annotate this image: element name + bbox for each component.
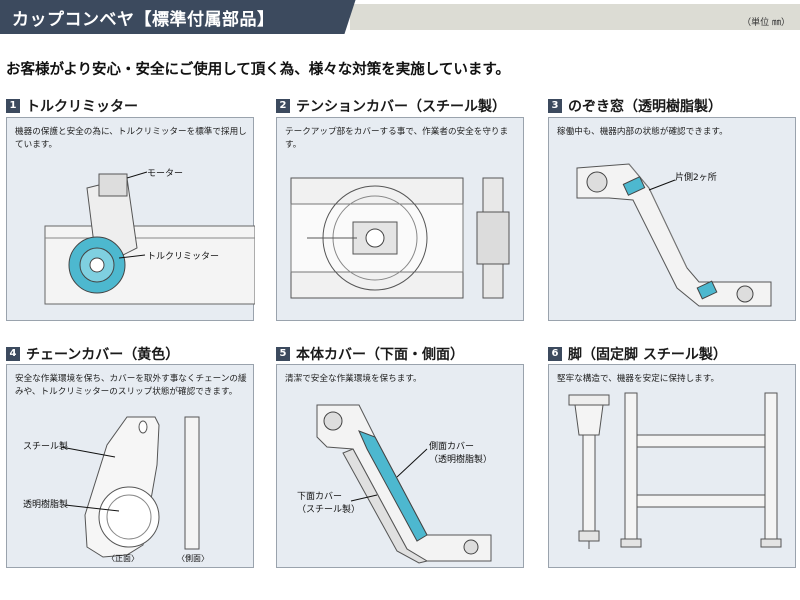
page-title: カップコンベヤ【標準付属部品】	[12, 10, 275, 30]
label-side-cover-1: 側面カバー	[429, 442, 475, 452]
label-bottom-cover-2: （スチール製）	[297, 505, 361, 515]
panel-inspection-window: 稼働中も、機器内部の状態が確認できます。 片側2ヶ所	[548, 117, 796, 321]
section-1-title: 1 トルクリミッター	[6, 96, 138, 116]
section-4-title: 4 チェーンカバー（黄色）	[6, 344, 179, 364]
tension-cover-illustration	[290, 177, 510, 299]
panel-torque-limiter: 機器の保護と安全の為に、トルクリミッターを標準で採用しています。 モーター トル…	[6, 117, 255, 321]
torque-limiter-illustration	[44, 171, 255, 305]
label-side-view: 〈側面〉	[177, 554, 209, 563]
section-2-number: 2	[276, 99, 290, 113]
section-1-heading: トルクリミッター	[26, 99, 138, 115]
label-motor: モーター	[147, 169, 184, 179]
section-4-number: 4	[6, 347, 20, 361]
section-3-text: 稼働中も、機器内部の状態が確認できます。	[557, 127, 728, 137]
section-1-number: 1	[6, 99, 20, 113]
unit-note: （単位 ㎜）	[742, 18, 790, 28]
section-5-heading: 本体カバー（下面・側面）	[296, 347, 464, 363]
inspection-window-illustration	[576, 163, 772, 307]
banner-background	[350, 4, 800, 30]
panel-body-cover: 清潔で安全な作業環境を保ちます。 側面カバー （透明樹脂製） 下面カバー （スチ…	[276, 364, 524, 568]
chain-cover-illustration	[60, 416, 200, 558]
body-cover-illustration	[316, 404, 492, 564]
section-4-text: 安全な作業環境を保ち、カバーを取外す事なくチェーンの緩みや、トルクリミッターのス…	[15, 374, 247, 397]
label-resin: 透明樹脂製	[23, 500, 69, 510]
section-3-number: 3	[548, 99, 562, 113]
section-6-text: 堅牢な構造で、機器を安定に保持します。	[557, 374, 720, 384]
panel-legs: 堅牢な構造で、機器を安定に保持します。	[548, 364, 796, 568]
section-2-text: テークアップ部をカバーする事で、作業者の安全を守ります。	[285, 127, 509, 150]
section-3-heading: のぞき窓（透明樹脂製）	[568, 99, 722, 115]
section-6-title: 6 脚（固定脚 スチール製）	[548, 344, 727, 364]
section-1-text: 機器の保護と安全の為に、トルクリミッターを標準で採用しています。	[15, 127, 247, 150]
section-3-title: 3 のぞき窓（透明樹脂製）	[548, 96, 722, 116]
section-4-heading: チェーンカバー（黄色）	[26, 347, 180, 363]
label-side-cover-2: （透明樹脂製）	[429, 455, 493, 465]
section-2-heading: テンションカバー（スチール製）	[296, 99, 506, 115]
section-5-number: 5	[276, 347, 290, 361]
headline: お客様がより安心・安全にご使用して頂く為、様々な対策を実施しています。	[6, 62, 510, 78]
label-bottom-cover-1: 下面カバー	[297, 492, 343, 502]
legs-illustration	[568, 392, 782, 549]
label-window: 片側2ヶ所	[675, 173, 717, 183]
label-torque-limiter: トルクリミッター	[147, 252, 220, 262]
panel-tension-cover: テークアップ部をカバーする事で、作業者の安全を守ります。	[276, 117, 524, 321]
banner-title-block	[0, 0, 340, 34]
section-5-title: 5 本体カバー（下面・側面）	[276, 344, 464, 364]
section-6-number: 6	[548, 347, 562, 361]
header-banner: カップコンベヤ【標準付属部品】 （単位 ㎜）	[0, 0, 800, 34]
section-5-text: 清潔で安全な作業環境を保ちます。	[285, 374, 422, 384]
section-2-title: 2 テンションカバー（スチール製）	[276, 96, 506, 116]
label-steel: スチール製	[23, 442, 69, 452]
panel-chain-cover: 安全な作業環境を保ち、カバーを取外す事なくチェーンの緩みや、トルクリミッターのス…	[6, 364, 254, 568]
label-front-view: 〈正面〉	[107, 554, 139, 563]
section-6-heading: 脚（固定脚 スチール製）	[568, 347, 727, 363]
